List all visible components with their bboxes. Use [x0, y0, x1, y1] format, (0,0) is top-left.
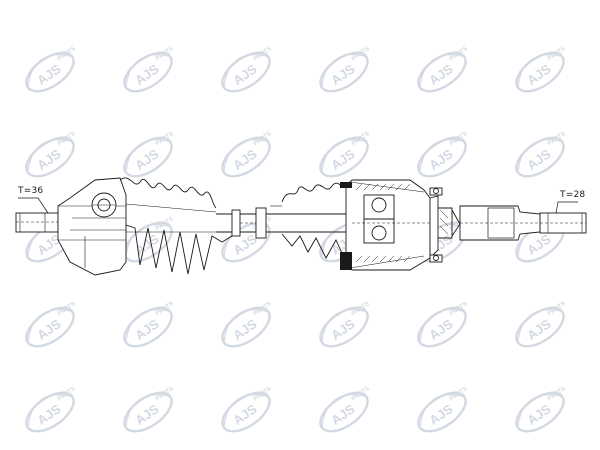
- ajs-watermark-logo: [508, 124, 577, 186]
- ajs-watermark-logo: [18, 124, 87, 186]
- ajs-watermark-logo: [214, 379, 283, 441]
- inner-tripod-joint: [340, 179, 431, 271]
- ajs-watermark-logo: [116, 124, 185, 186]
- ajs-watermark-logo: [312, 39, 381, 101]
- ajs-watermark-logo: [508, 294, 577, 356]
- ajs-watermark-logo: [508, 39, 577, 101]
- ajs-watermark-logo: [116, 379, 185, 441]
- ajs-watermark-logo: [312, 294, 381, 356]
- ajs-watermark-logo: [18, 294, 87, 356]
- tulip-flange: [429, 187, 461, 263]
- outer-boot: [119, 177, 233, 275]
- ajs-watermark-logo: [312, 124, 381, 186]
- ajs-watermark-logo: [18, 379, 87, 441]
- right-spline-shaft: [459, 205, 587, 241]
- right-spline-label: T=28: [560, 190, 586, 200]
- ajs-watermark-logo: [214, 39, 283, 101]
- ajs-watermark-logo: [410, 124, 479, 186]
- ajs-watermark-logo: [18, 39, 87, 101]
- left-spline-label: T=36: [18, 186, 44, 196]
- spline-callouts: [18, 197, 578, 214]
- ajs-watermark-logo: [312, 379, 381, 441]
- ajs-watermark-logo: [214, 124, 283, 186]
- shaft-assembly: [15, 177, 587, 276]
- ajs-watermark-logo: [116, 39, 185, 101]
- ajs-watermark-logo: [214, 294, 283, 356]
- ajs-watermark-logo: [410, 294, 479, 356]
- ajs-watermark-logo: [508, 379, 577, 441]
- outer-cv-joint: [57, 177, 127, 276]
- ajs-watermark-logo: [410, 379, 479, 441]
- ajs-watermark-logo: [410, 39, 479, 101]
- left-spline-stub: [15, 212, 59, 233]
- ajs-watermark-logo: [116, 294, 185, 356]
